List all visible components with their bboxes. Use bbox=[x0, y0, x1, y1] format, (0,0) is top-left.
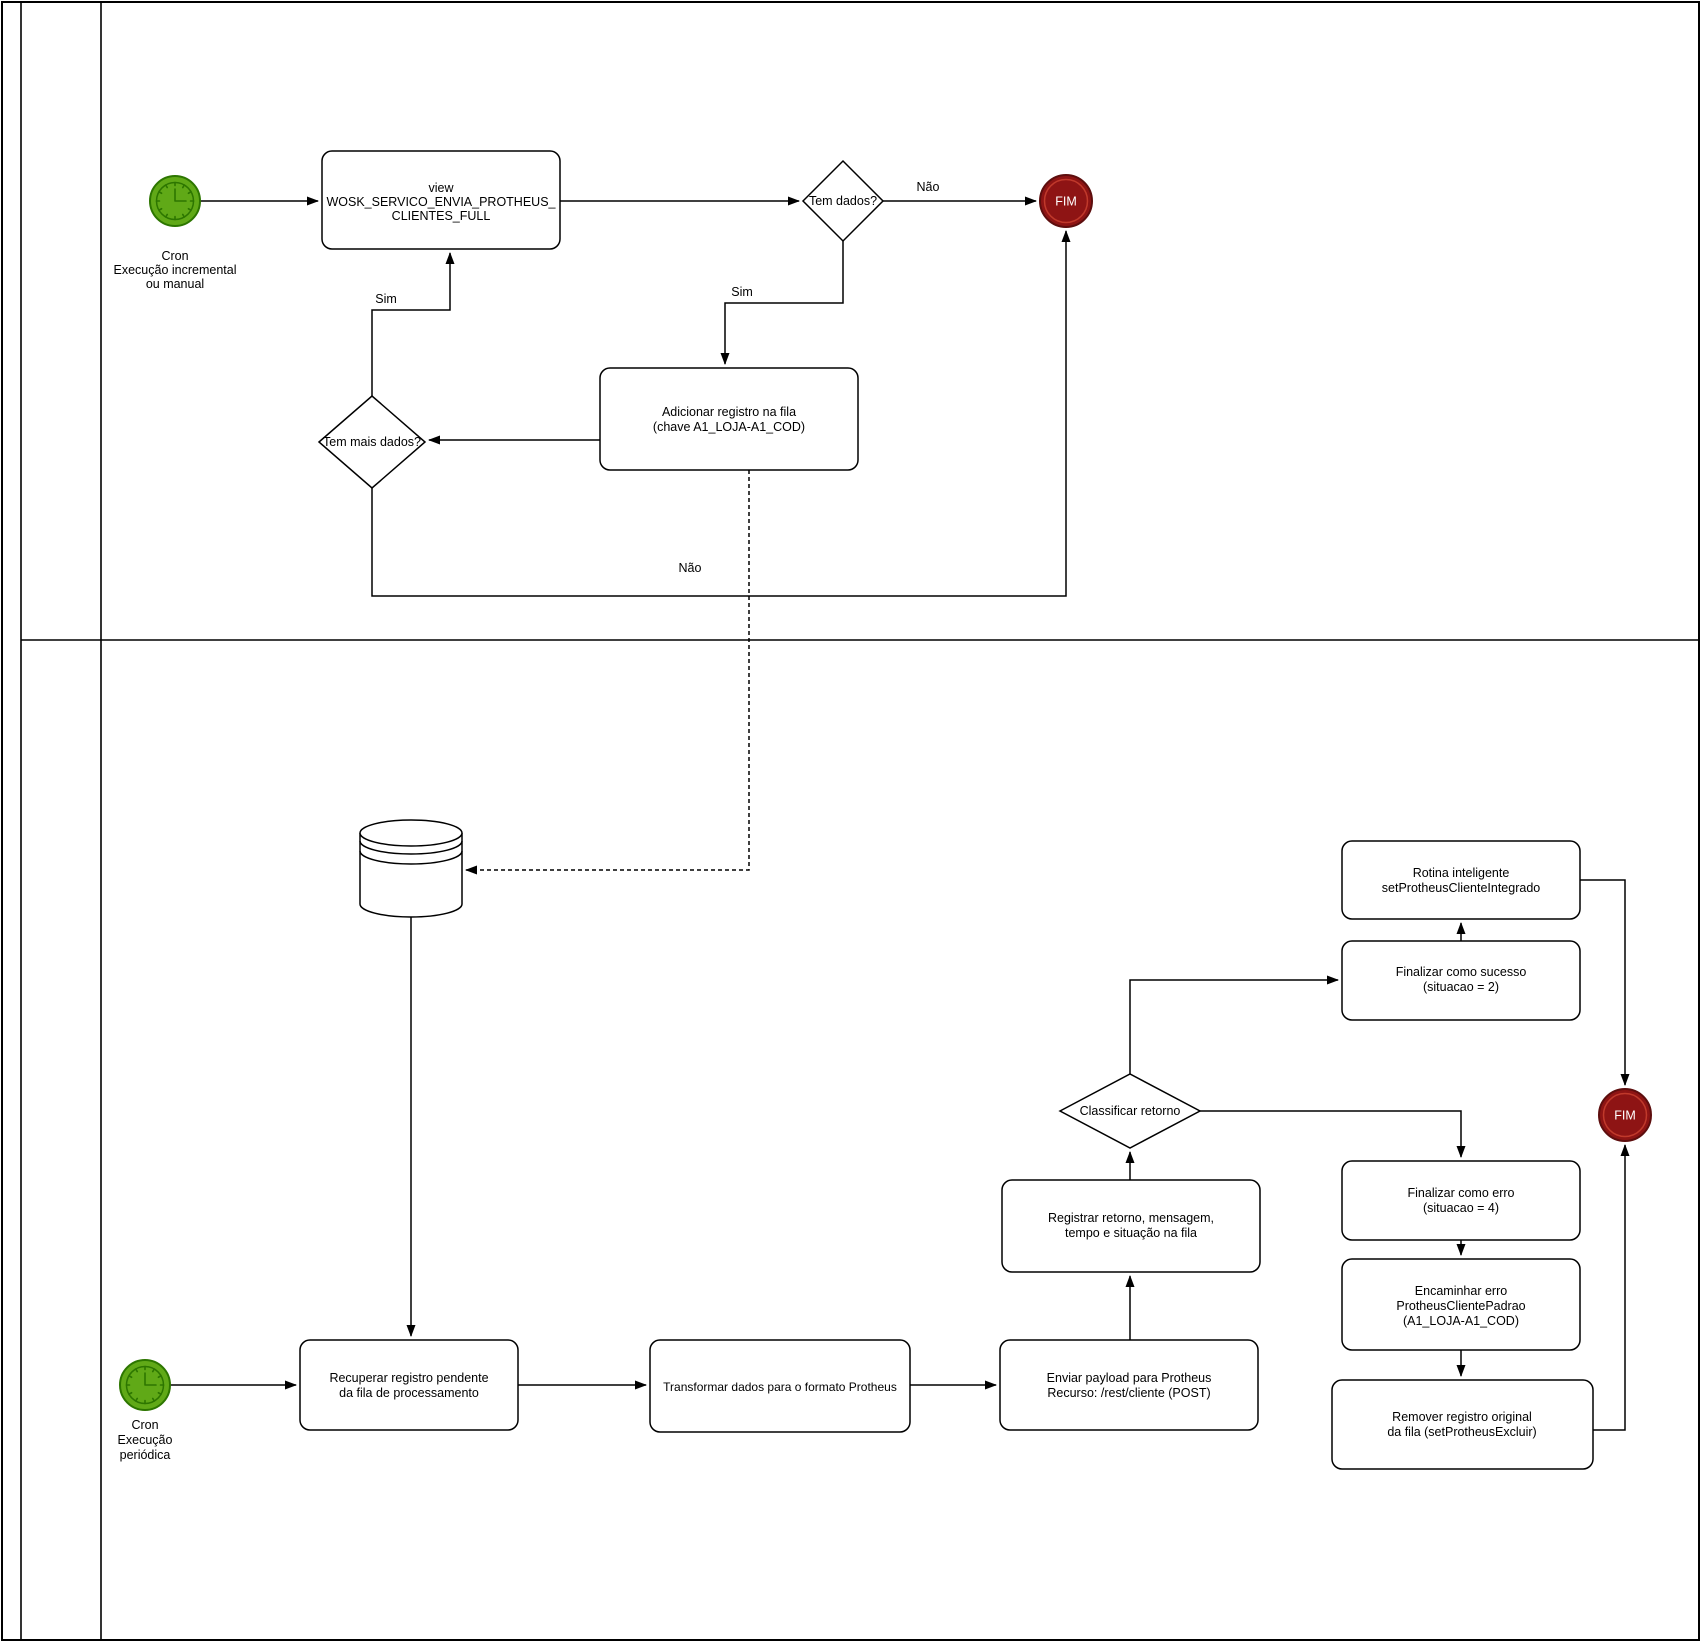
datastore-fila[interactable] bbox=[359, 819, 463, 918]
task-view-servico[interactable]: view WOSK_SERVICO_ENVIA_PROTHEUS_ CLIENT… bbox=[321, 150, 561, 250]
task-box[interactable] bbox=[1341, 940, 1581, 1021]
end-event-circle bbox=[1039, 174, 1093, 228]
end-event-label: FIM bbox=[1055, 195, 1077, 209]
task-remover-registro[interactable]: Remover registro original da fila (setPr… bbox=[1331, 1379, 1594, 1470]
connector-adicionar-to-datastore-dashed bbox=[465, 470, 750, 875]
task-rotina-inteligente[interactable]: Rotina inteligente setProtheusClienteInt… bbox=[1341, 840, 1581, 920]
end-event-fim-top[interactable]: FIM bbox=[1039, 174, 1093, 228]
gateway-label: Classificar retorno bbox=[1080, 1104, 1181, 1118]
task-enviar-payload[interactable]: Enviar payload para Protheus Recurso: /r… bbox=[999, 1339, 1259, 1431]
start-event-timer-periodica[interactable] bbox=[119, 1359, 171, 1411]
connector-temdados-sim-adicionar bbox=[720, 241, 844, 365]
task-label-line: (situacao = 4) bbox=[1423, 1201, 1499, 1215]
database-icon-body bbox=[359, 833, 463, 918]
gateway-classificar-retorno[interactable]: Classificar retorno bbox=[1058, 1073, 1202, 1149]
task-label-line: Encaminhar erro bbox=[1415, 1284, 1507, 1298]
task-box[interactable] bbox=[1341, 840, 1581, 920]
gateway-label: Tem mais dados? bbox=[323, 435, 421, 449]
database-icon-disks bbox=[359, 840, 463, 865]
caption-line: Cron bbox=[161, 249, 188, 263]
edge-label-nao-loop: Não bbox=[679, 561, 702, 575]
task-label-line: (A1_LOJA-A1_COD) bbox=[1403, 1314, 1519, 1328]
task-box[interactable] bbox=[1341, 1258, 1581, 1351]
task-box[interactable] bbox=[1001, 1179, 1261, 1273]
end-event-fim-bottom[interactable]: FIM bbox=[1598, 1088, 1652, 1142]
task-label-line: Remover registro original bbox=[1392, 1410, 1532, 1424]
task-label-line: CLIENTES_FULL bbox=[392, 209, 491, 223]
task-adicionar-registro[interactable]: Adicionar registro na fila (chave A1_LOJ… bbox=[599, 367, 859, 471]
task-box[interactable] bbox=[1341, 1160, 1581, 1241]
start-event-caption-periodica: Cron Execução periódica bbox=[118, 1418, 173, 1462]
connector-remover-to-fim bbox=[1593, 1144, 1630, 1431]
task-finalizar-erro[interactable]: Finalizar como erro (situacao = 4) bbox=[1341, 1160, 1581, 1241]
caption-line: Execução bbox=[118, 1433, 173, 1447]
database-icon-top bbox=[359, 819, 463, 847]
task-label-line: setProtheusClienteIntegrado bbox=[1382, 881, 1540, 895]
gateway-diamond[interactable] bbox=[801, 159, 885, 243]
task-label-line: da fila de processamento bbox=[339, 1386, 479, 1400]
task-box[interactable] bbox=[321, 150, 561, 250]
task-encaminhar-erro[interactable]: Encaminhar erro ProtheusClientePadrao (A… bbox=[1341, 1258, 1581, 1351]
task-label-line: Enviar payload para Protheus bbox=[1047, 1371, 1212, 1385]
task-recuperar-registro[interactable]: Recuperar registro pendente da fila de p… bbox=[299, 1339, 519, 1431]
task-box[interactable] bbox=[649, 1339, 911, 1433]
task-box[interactable] bbox=[999, 1339, 1259, 1431]
task-label-line: Recuperar registro pendente bbox=[329, 1371, 488, 1385]
task-box[interactable] bbox=[1331, 1379, 1594, 1470]
connector-classificar-to-erro bbox=[1200, 1110, 1466, 1158]
task-label-line: Finalizar como erro bbox=[1408, 1186, 1515, 1200]
end-event-ring bbox=[1043, 178, 1089, 224]
task-box[interactable] bbox=[599, 367, 859, 471]
gateway-diamond[interactable] bbox=[317, 395, 427, 489]
gateway-label: Tem dados? bbox=[809, 194, 877, 208]
task-label-line: Rotina inteligente bbox=[1413, 866, 1510, 880]
task-label-line: (situacao = 2) bbox=[1423, 980, 1499, 994]
task-label-line: Finalizar como sucesso bbox=[1396, 965, 1527, 979]
end-event-ring bbox=[1602, 1092, 1648, 1138]
start-event-timer-incremental[interactable] bbox=[149, 175, 201, 227]
task-label-line: tempo e situação na fila bbox=[1065, 1226, 1197, 1240]
task-finalizar-sucesso[interactable]: Finalizar como sucesso (situacao = 2) bbox=[1341, 940, 1581, 1021]
task-label-line: Registrar retorno, mensagem, bbox=[1048, 1211, 1214, 1225]
edge-label-nao: Não bbox=[917, 180, 940, 194]
task-label-line: view bbox=[428, 181, 454, 195]
edge-label-sim-loop: Sim bbox=[375, 292, 397, 306]
gateway-tem-dados[interactable]: Tem dados? bbox=[801, 159, 885, 243]
start-event-caption-incremental: Cron Execução incremental ou manual bbox=[114, 249, 237, 291]
connector-temmais-nao-fim bbox=[371, 230, 1071, 597]
task-label-line: Transformar dados para o formato Protheu… bbox=[663, 1380, 897, 1394]
task-label-line: WOSK_SERVICO_ENVIA_PROTHEUS_ bbox=[326, 195, 556, 209]
task-label-line: Recurso: /rest/cliente (POST) bbox=[1047, 1386, 1210, 1400]
gateway-diamond[interactable] bbox=[1058, 1073, 1202, 1149]
end-event-circle bbox=[1598, 1088, 1652, 1142]
gateway-tem-mais-dados[interactable]: Tem mais dados? bbox=[317, 395, 427, 489]
task-box[interactable] bbox=[299, 1339, 519, 1431]
caption-line: ou manual bbox=[146, 277, 204, 291]
task-transformar-dados[interactable]: Transformar dados para o formato Protheu… bbox=[649, 1339, 911, 1433]
caption-line: Cron bbox=[131, 1418, 158, 1432]
edge-label-sim: Sim bbox=[731, 285, 753, 299]
task-label-line: (chave A1_LOJA-A1_COD) bbox=[653, 420, 805, 434]
caption-line: Execução incremental bbox=[114, 263, 237, 277]
connector-temmais-sim-view bbox=[371, 252, 455, 396]
caption-line: periódica bbox=[120, 1448, 171, 1462]
end-event-label: FIM bbox=[1614, 1109, 1636, 1123]
connector-classificar-to-sucesso bbox=[1129, 975, 1339, 1074]
connector-rotina-to-fim bbox=[1580, 879, 1630, 1086]
task-label-line: da fila (setProtheusExcluir) bbox=[1387, 1425, 1536, 1439]
task-registrar-retorno[interactable]: Registrar retorno, mensagem, tempo e sit… bbox=[1001, 1179, 1261, 1273]
task-label-line: ProtheusClientePadrao bbox=[1396, 1299, 1525, 1313]
task-label-line: Adicionar registro na fila bbox=[662, 405, 796, 419]
